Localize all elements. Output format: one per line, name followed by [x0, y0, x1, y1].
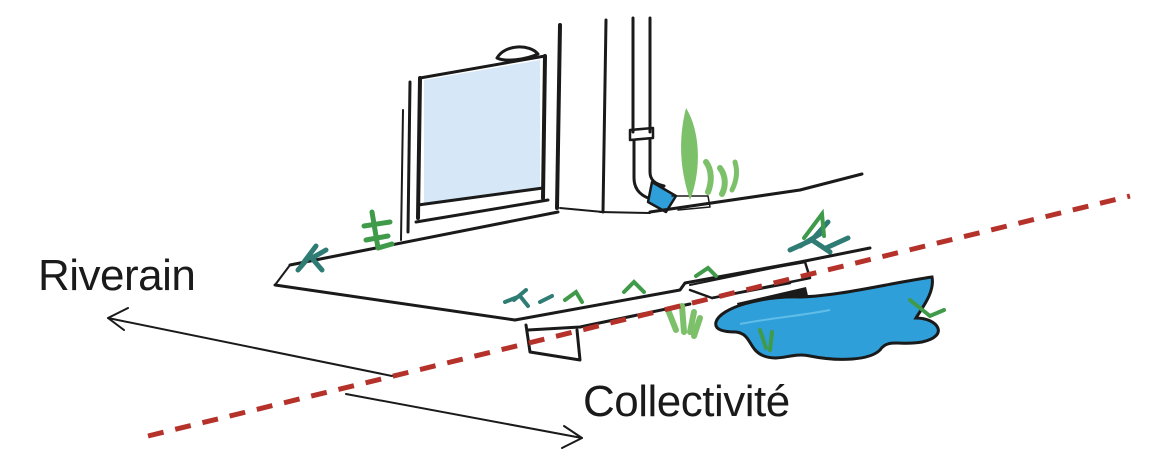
curb-back [689, 247, 871, 286]
sidewalk-left-edge [274, 264, 291, 286]
wall-base-line [559, 207, 604, 213]
wall-pillar-right [601, 18, 608, 214]
facade-edge-left [406, 80, 412, 234]
downspout-icon [628, 16, 711, 214]
arrow-left-icon [107, 307, 393, 377]
sidewalk-front-edge [273, 283, 517, 322]
wall-pillar-left [555, 23, 562, 210]
building-ground-line [648, 172, 864, 214]
sidewalk-back-edge [288, 210, 560, 267]
arrow-right-icon [345, 393, 583, 449]
curb-block-left [524, 323, 582, 362]
label-collectivite: Collectivité [583, 377, 790, 426]
property-boundary-line [147, 193, 1131, 439]
facade-edge-left-2 [400, 109, 404, 241]
label-riverain: Riverain [38, 251, 196, 300]
window [414, 45, 550, 224]
curb-front [526, 302, 692, 332]
building-ground-line-2 [599, 211, 651, 214]
plant-icon [295, 108, 946, 352]
